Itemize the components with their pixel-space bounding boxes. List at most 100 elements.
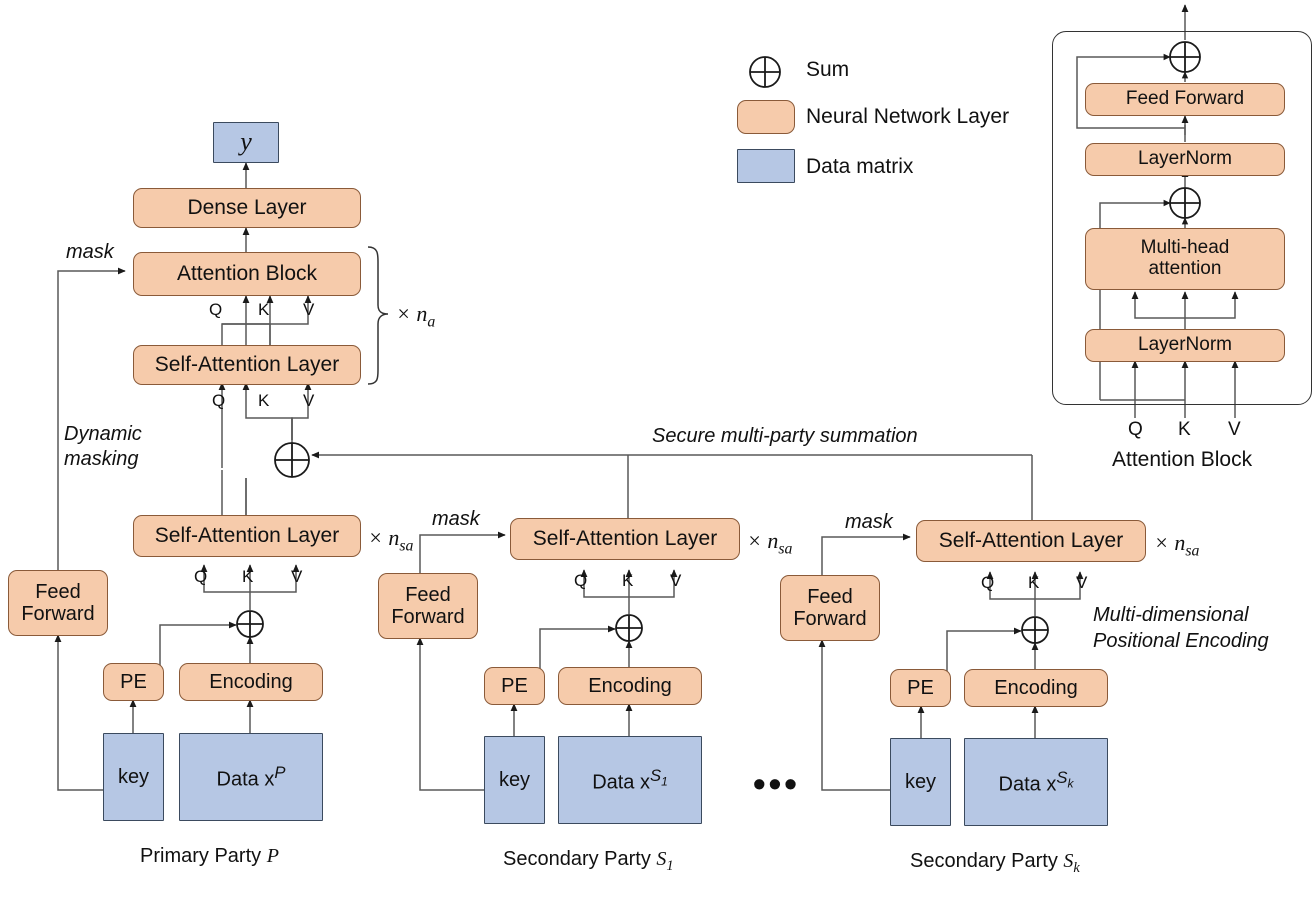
secondaryk-repeat-text: × n [1154,530,1186,555]
primary-repeat-text: × n [368,525,400,550]
secondary1-encoding-label: Encoding [588,675,672,697]
primary-qkv-q: Q [194,567,208,586]
qkv-lower-v: V [303,391,315,410]
detail-layernorm-bottom-box[interactable]: LayerNorm [1085,329,1285,362]
detail-layernorm-bottom-label: LayerNorm [1138,334,1232,356]
secondary1-feed-forward-box[interactable]: Feed Forward [378,573,478,639]
secondary1-caption-prefix: Secondary Party [503,848,657,870]
mask-label-primary: mask [66,241,114,263]
secondaryk-data-box[interactable]: Data xSk [964,738,1108,826]
primary-feed-forward-box[interactable]: Feed Forward [8,570,108,636]
secondary1-repeat-subscript: sa [778,540,793,558]
primary-caption-symbol: P [266,845,279,867]
secondaryk-feed-forward-line2: Forward [793,608,867,630]
secondary1-data-prefix: Data x [592,771,650,794]
secondaryk-encoding-box[interactable]: Encoding [964,669,1108,707]
legend-label-data-matrix: Data matrix [806,155,914,178]
secondaryk-party-caption: Secondary Party Sk [910,850,1080,877]
primary-self-attention-box[interactable]: Self-Attention Layer [133,515,361,557]
secondaryk-caption-prefix: Secondary Party [910,850,1064,872]
primary-self-attention-label: Self-Attention Layer [154,524,340,548]
detail-input-k: K [1178,419,1191,440]
secondary1-pe-box[interactable]: PE [484,667,545,705]
primary-key-label: key [117,766,150,788]
secondaryk-qkv-v: V [1076,573,1088,592]
qkv-upper-v: V [303,300,315,319]
output-y-label: y [240,127,252,157]
secondaryk-qkv-k: K [1028,573,1040,592]
repeat-attention-label: × na [396,301,435,331]
legend-label-sum: Sum [806,58,850,81]
secondaryk-caption-symbol: S [1063,850,1074,872]
secondaryk-self-attention-label: Self-Attention Layer [938,529,1124,553]
secondary1-feed-forward-line1: Feed [405,584,451,606]
secondary1-pe-label: PE [501,675,528,697]
secondary1-mask-label: mask [432,508,480,530]
dynamic-masking-label: Dynamic masking [64,422,142,472]
secondary1-self-attention-label: Self-Attention Layer [532,527,718,551]
primary-key-box[interactable]: key [103,733,164,821]
detail-feed-forward-box[interactable]: Feed Forward [1085,83,1285,116]
detail-multi-head-line2: attention [1148,258,1222,279]
secondary1-qkv-v: V [670,571,682,590]
output-y-box: y [213,122,279,163]
secondaryk-feed-forward-box[interactable]: Feed Forward [780,575,880,641]
mdpe-line2: Positional Encoding [1093,630,1269,652]
secondary1-encoding-box[interactable]: Encoding [558,667,702,705]
secondary1-caption-subscript: 1 [666,858,674,874]
primary-qkv-k: K [242,567,254,586]
detail-layernorm-top-label: LayerNorm [1138,148,1232,170]
primary-pe-label: PE [120,671,147,693]
secondaryk-data-label: Data xSk [999,767,1074,795]
secondary1-key-label: key [498,769,531,791]
secondaryk-repeat-label: × nsa [1154,530,1199,560]
qkv-lower-k: K [258,391,270,410]
nn-layer-swatch [737,100,795,134]
secondary1-qkv-k: K [622,571,634,590]
secondaryk-self-attention-box[interactable]: Self-Attention Layer [916,520,1146,562]
repeat-attention-text: × n [396,301,428,326]
primary-repeat-subscript: sa [399,537,414,555]
secondary1-repeat-label: × nsa [747,528,792,558]
secondaryk-data-superscript: Sk [1056,767,1074,790]
attention-block-detail-frame [1052,31,1312,405]
secondaryk-key-box[interactable]: key [890,738,951,826]
detail-layernorm-top-box[interactable]: LayerNorm [1085,143,1285,176]
primary-encoding-box[interactable]: Encoding [179,663,323,701]
legend-label-nn-layer: Neural Network Layer [806,105,1010,128]
primary-encoding-label: Encoding [209,671,293,693]
secondary1-party-caption: Secondary Party S1 [503,848,674,875]
detail-title: Attention Block [1112,448,1253,471]
dense-layer-label: Dense Layer [187,196,307,220]
secondary1-key-box[interactable]: key [484,736,545,824]
dynamic-masking-line1: Dynamic [64,423,142,445]
attention-block-label: Attention Block [176,262,318,286]
primary-pe-box[interactable]: PE [103,663,164,701]
detail-multi-head-line1: Multi-head [1140,237,1230,259]
repeat-attention-subscript: a [427,313,436,331]
primary-caption-prefix: Primary Party [140,845,267,867]
secondary1-caption-symbol: S [656,848,667,870]
detail-input-q: Q [1128,419,1143,440]
secondary1-self-attention-box[interactable]: Self-Attention Layer [510,518,740,560]
detail-feed-forward-label: Feed Forward [1125,88,1245,110]
primary-data-prefix: Data x [216,768,275,791]
sum-icon-legend [749,56,781,88]
secondaryk-pe-label: PE [907,677,934,699]
qkv-lower-q: Q [212,391,226,410]
secondary1-data-label: Data xS1 [592,766,668,794]
self-attention-layer-upper-box[interactable]: Self-Attention Layer [133,345,361,385]
secondaryk-repeat-subscript: sa [1185,542,1200,560]
detail-multi-head-attention-box[interactable]: Multi-head attention [1085,228,1285,290]
primary-data-box[interactable]: Data xP [179,733,323,821]
self-attention-layer-upper-label: Self-Attention Layer [154,353,340,377]
repeat-bracket [367,246,389,385]
secondaryk-pe-box[interactable]: PE [890,669,951,707]
primary-feed-forward-line2: Forward [21,603,95,625]
attention-block-box[interactable]: Attention Block [133,252,361,296]
dense-layer-box[interactable]: Dense Layer [133,188,361,228]
secondary1-qkv-q: Q [574,571,588,590]
secondaryk-key-label: key [904,771,937,793]
secondary1-data-box[interactable]: Data xS1 [558,736,702,824]
